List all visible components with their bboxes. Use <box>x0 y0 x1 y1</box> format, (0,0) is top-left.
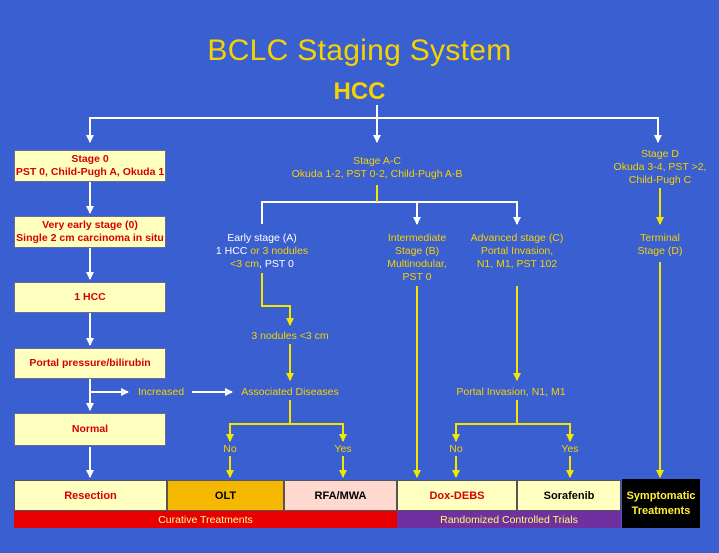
treatment-rfa-mwa: RFA/MWA <box>284 480 397 511</box>
randomized-trials-bar: Randomized Controlled Trials <box>397 511 621 528</box>
treatment-resection: Resection <box>14 480 167 511</box>
stage-0-criteria: PST 0, Child-Pugh A, Okuda 1 <box>15 166 165 178</box>
very-early-stage-box: Very early stage (0) Single 2 cm carcino… <box>14 216 166 248</box>
very-early-stage-title: Very early stage (0) <box>42 219 138 231</box>
treatment-sorafenib: Sorafenib <box>517 480 621 511</box>
terminal-line-2: Stage (D) <box>637 245 683 257</box>
advanced-line-3: N1, M1, PST 102 <box>476 258 558 270</box>
stage-a-c-criteria: Okuda 1-2, PST 0-2, Child-Pugh A-B <box>291 168 463 180</box>
one-hcc-box: 1 HCC <box>14 282 166 313</box>
stage-d-label: Stage D Okuda 3-4, PST >2, Child-Pugh C <box>600 148 719 187</box>
yes-label: Yes <box>561 443 579 455</box>
no-label: No <box>449 443 463 455</box>
symptomatic-line-2: Treatments <box>631 504 691 517</box>
yes-label: Yes <box>334 443 352 455</box>
advanced-line-1: Advanced stage (C) <box>470 232 564 244</box>
stage-a-c-title: Stage A-C <box>353 155 401 167</box>
associated-diseases-label: Associated Diseases <box>241 386 339 398</box>
stage-d-criteria-2: Child-Pugh C <box>628 174 692 186</box>
advanced-stage-label: Advanced stage (C) Portal Invasion, N1, … <box>455 232 579 271</box>
stage-d-title: Stage D <box>641 148 679 160</box>
portal-pressure-label: Portal pressure/bilirubin <box>29 357 151 369</box>
one-hcc-label: 1 HCC <box>74 291 106 303</box>
early-stage-label: Early stage (A) 1 HCC or 3 nodules <3 cm… <box>202 232 322 271</box>
early-stage-line-2: 1 HCC or 3 nodules <box>202 245 322 258</box>
stage-0-box: Stage 0 PST 0, Child-Pugh A, Okuda 1 <box>14 150 166 182</box>
no-label: No <box>223 443 237 455</box>
advanced-line-2: Portal Invasion, <box>480 245 554 257</box>
intermediate-line-2: Stage (B) <box>394 245 440 257</box>
normal-label: Normal <box>71 423 109 435</box>
symptomatic-treatments-box: Symptomatic Treatments <box>622 479 700 528</box>
intermediate-line-4: PST 0 <box>402 271 432 283</box>
early-stage-title: Early stage (A) <box>227 232 297 244</box>
page-title: BCLC Staging System <box>207 34 512 67</box>
three-nodules-label: 3 nodules <3 cm <box>251 330 329 342</box>
intermediate-line-1: Intermediate <box>387 232 447 244</box>
increased-label: Increased <box>137 386 185 398</box>
stage-a-c-label: Stage A-C Okuda 1-2, PST 0-2, Child-Pugh… <box>277 155 477 181</box>
terminal-stage-label: Terminal Stage (D) <box>620 232 700 258</box>
terminal-line-1: Terminal <box>640 232 680 244</box>
stage-0-title: Stage 0 <box>71 153 109 165</box>
portal-pressure-box: Portal pressure/bilirubin <box>14 348 166 379</box>
portal-invasion-label: Portal Invasion, N1, M1 <box>456 386 566 398</box>
intermediate-stage-label: Intermediate Stage (B) Multinodular, PST… <box>372 232 462 284</box>
stage-d-criteria-1: Okuda 3-4, PST >2, <box>613 161 707 173</box>
curative-treatments-bar: Curative Treatments <box>14 511 397 528</box>
early-stage-size: <3 cm <box>230 258 260 270</box>
early-stage-nodules: or 3 nodules <box>247 245 309 257</box>
early-stage-one-hcc: 1 HCC <box>215 245 248 257</box>
very-early-stage-criteria: Single 2 cm carcinoma in situ <box>16 232 164 244</box>
normal-box: Normal <box>14 413 166 446</box>
treatment-dox-debs: Dox-DEBS <box>397 480 517 511</box>
early-stage-line-3: <3 cm, PST 0 <box>202 258 322 271</box>
symptomatic-line-1: Symptomatic <box>626 489 696 502</box>
treatment-olt: OLT <box>167 480 284 511</box>
early-stage-pst: , PST 0 <box>259 258 294 270</box>
page-subtitle: HCC <box>333 78 386 105</box>
intermediate-line-3: Multinodular, <box>387 258 447 270</box>
